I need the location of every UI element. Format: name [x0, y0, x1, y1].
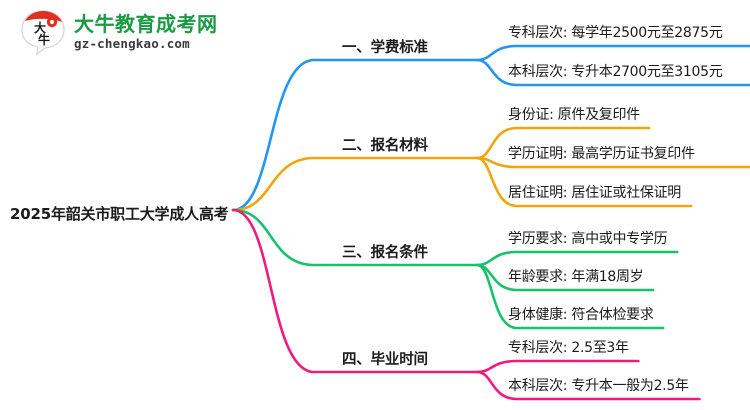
leaf-label-1-2: 本科层次: 专升本2700元至3105元 — [508, 64, 723, 80]
leaf-label-3-2: 年龄要求: 年满18周岁 — [508, 269, 644, 285]
leaf-label-2-2: 学历证明: 最高学历证书复印件 — [508, 146, 695, 162]
logo-title: 大牛教育成考网 — [74, 12, 218, 36]
branch-label-4: 四、毕业时间 — [342, 352, 428, 368]
root-node-label: 2025年韶关市职工大学成人高考 — [10, 205, 229, 223]
branch-label-3: 三、报名条件 — [342, 245, 428, 261]
leaf-label-3-3: 身体健康: 符合体检要求 — [508, 307, 654, 323]
leaf-label-4-1: 专科层次: 2.5至3年 — [508, 340, 629, 356]
site-logo: 大 牛 大牛教育成考网 gz-chengkao.com — [18, 8, 218, 56]
logo-wordmark: 大牛教育成考网 gz-chengkao.com — [74, 13, 218, 51]
leaf-label-4-2: 本科层次: 专升本一般为2.5年 — [508, 378, 689, 394]
leaf-label-2-3: 居住证明: 居住证或社保证明 — [508, 185, 681, 201]
svg-text:大: 大 — [34, 20, 46, 35]
daniu-bull-logo-icon: 大 牛 — [18, 8, 70, 56]
leaf-label-2-1: 身份证: 原件及复印件 — [508, 107, 640, 123]
logo-subtitle: gz-chengkao.com — [74, 36, 190, 51]
svg-text:牛: 牛 — [38, 32, 50, 47]
leaf-label-1-1: 专科层次: 每学年2500元至2875元 — [508, 25, 723, 41]
leaf-label-3-1: 学历要求: 高中或中专学历 — [508, 231, 668, 247]
branch-label-1: 一、学费标准 — [342, 40, 428, 56]
branch-label-2: 二、报名材料 — [342, 138, 428, 154]
